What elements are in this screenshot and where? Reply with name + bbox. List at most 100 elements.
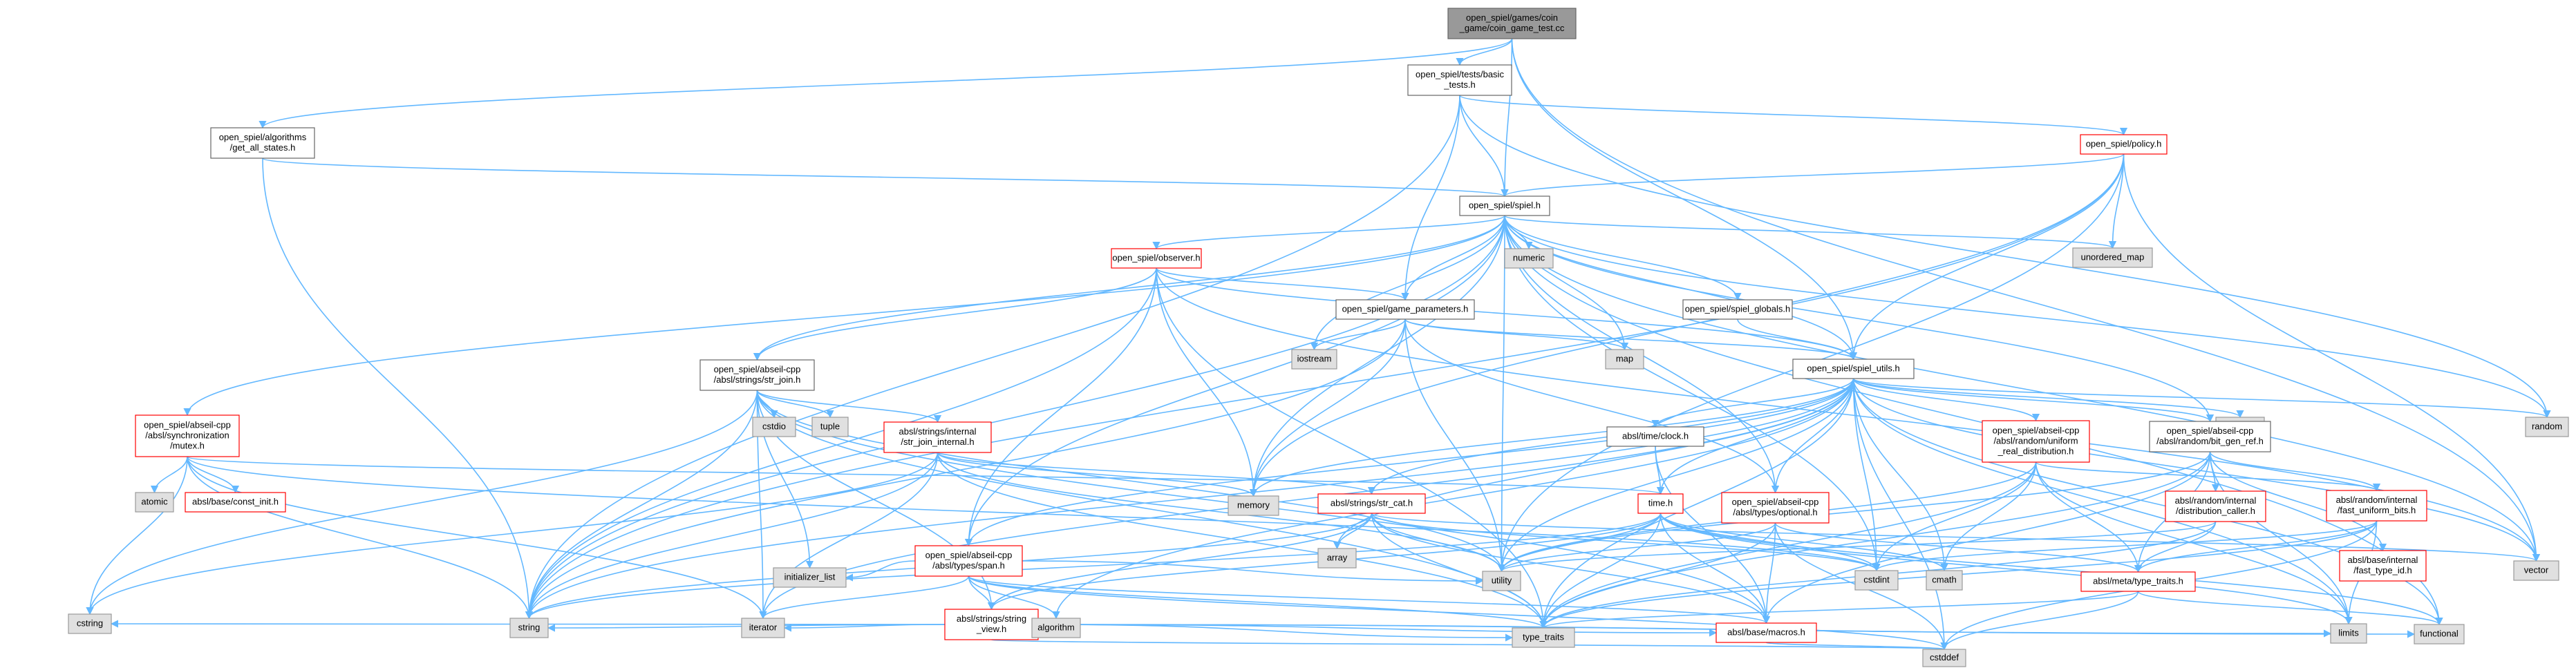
- edge-basic_tests-to-string: [525, 95, 1460, 620]
- edge-spiel-to-spiel_globals: [1504, 215, 1742, 301]
- node-get_all_states[interactable]: open_spiel/algorithms/get_all_states.h: [210, 127, 315, 159]
- node-box: [1512, 627, 1575, 648]
- node-box: [1291, 349, 1337, 370]
- edge-spiel_utils-to-time: [1656, 378, 1854, 495]
- edge-str_join-to-string: [525, 390, 758, 620]
- edge-mutex-to-string: [187, 456, 534, 620]
- edge-spiel-to-cstdint: [1504, 215, 1881, 572]
- edge-time-to-string: [525, 513, 1662, 620]
- node-label: algorithm: [1037, 622, 1074, 633]
- node-unordered_map: unordered_map: [2072, 247, 2153, 268]
- node-label: /absl/random/uniform: [1993, 436, 2078, 446]
- node-vector: vector: [2513, 560, 2559, 581]
- edge-span-to-utility: [1022, 560, 1484, 585]
- edge-distribution_caller-to-utility: [1498, 521, 2217, 573]
- node-memory: memory: [1228, 495, 1279, 516]
- edge-optional-to-utility: [1498, 522, 1776, 573]
- node-root[interactable]: open_spiel/games/coin_game/coin_game_tes…: [1447, 8, 1577, 39]
- node-box: [811, 417, 849, 437]
- node-policy[interactable]: open_spiel/policy.h: [2080, 134, 2168, 155]
- node-macros[interactable]: absl/base/macros.h: [1715, 622, 1817, 643]
- edge-spiel_utils-to-clock: [1651, 378, 1854, 428]
- edge-mutex-to-cstring: [86, 456, 188, 615]
- node-box: [1407, 64, 1512, 96]
- node-str_join_internal[interactable]: absl/strings/internal/str_join_internal.…: [883, 421, 992, 453]
- node-spiel[interactable]: open_spiel/spiel.h: [1459, 195, 1550, 216]
- node-box: [752, 417, 796, 437]
- node-box: [1637, 493, 1684, 514]
- node-box: [1447, 8, 1577, 39]
- node-box: [1854, 570, 1899, 591]
- node-cstdint: cstdint: [1854, 570, 1899, 591]
- edge-spiel-to-map: [1504, 215, 1629, 351]
- edge-macros-to-cstddef: [1765, 642, 1948, 651]
- node-label: limits: [2338, 628, 2359, 638]
- edge-game_parameters-to-iostream: [1310, 318, 1406, 351]
- edge-bit_gen_ref-to-fast_type_id: [2209, 451, 2387, 552]
- edge-str_join-to-tuple: [756, 390, 834, 419]
- node-fast_type_id[interactable]: absl/base/internal/fast_type_id.h: [2339, 550, 2427, 582]
- node-box: [2414, 624, 2465, 645]
- edge-uniform_real-to-type_traits_h: [2035, 461, 2143, 573]
- node-label: open_spiel/tests/basic: [1416, 69, 1504, 79]
- edge-get_all_states-to-string: [262, 158, 534, 620]
- edge-str_cat-to-cstdint: [1371, 513, 1881, 572]
- node-label: absl/strings/str_cat.h: [1331, 498, 1413, 508]
- node-spiel_utils[interactable]: open_spiel/spiel_utils.h: [1792, 359, 1915, 379]
- edge-spiel_globals-to-spiel_utils: [1737, 318, 1858, 361]
- node-box: [2080, 571, 2196, 592]
- edge-span-to-initializer_list: [845, 560, 916, 582]
- edge-root-to-spiel: [1501, 38, 1513, 198]
- node-box: [773, 567, 847, 588]
- edge-type_traits_h-to-cstddef: [1940, 591, 2139, 651]
- node-clock[interactable]: absl/time/clock.h: [1606, 426, 1704, 447]
- node-optional[interactable]: open_spiel/abseil-cpp/absl/types/optiona…: [1721, 492, 1830, 524]
- node-label: open_spiel/spiel_utils.h: [1807, 363, 1899, 374]
- edge-policy-to-spiel: [1501, 153, 2125, 198]
- node-label: unordered_map: [2081, 252, 2145, 263]
- node-initializer_list: initializer_list: [773, 567, 847, 588]
- node-label: cmath: [1932, 575, 1956, 585]
- edge-get_all_states-to-spiel: [262, 158, 1508, 198]
- node-label: _real_distribution.h: [1997, 446, 2074, 457]
- node-bit_gen_ref[interactable]: open_spiel/abseil-cpp/absl/random/bit_ge…: [2149, 421, 2271, 452]
- edge-spiel_utils-to-memory: [1250, 378, 1854, 497]
- node-box: [1606, 426, 1704, 447]
- node-box: [1228, 495, 1279, 516]
- node-uniform_real[interactable]: open_spiel/abseil-cpp/absl/random/unifor…: [1982, 420, 2090, 463]
- edge-spiel_utils-to-optional: [1771, 378, 1854, 494]
- node-spiel_globals[interactable]: open_spiel/spiel_globals.h: [1682, 299, 1793, 320]
- node-string_view[interactable]: absl/strings/string_view.h: [944, 609, 1039, 640]
- edge-str_join-to-utility: [756, 390, 1506, 573]
- node-fast_uniform_bits[interactable]: absl/random/internal/fast_uniform_bits.h: [2326, 490, 2427, 522]
- node-basic_tests[interactable]: open_spiel/tests/basic_tests.h: [1407, 64, 1512, 96]
- node-box: [1031, 618, 1081, 638]
- node-box: [1792, 359, 1915, 379]
- node-type_traits_h[interactable]: absl/meta/type_traits.h: [2080, 571, 2196, 592]
- node-str_join[interactable]: open_spiel/abseil-cpp/absl/strings/str_j…: [699, 359, 815, 391]
- node-numeric: numeric: [1504, 248, 1554, 269]
- node-game_parameters[interactable]: open_spiel/game_parameters.h: [1335, 299, 1475, 320]
- node-observer[interactable]: open_spiel/observer.h: [1111, 248, 1202, 269]
- node-span[interactable]: open_spiel/abseil-cpp/absl/types/span.h: [914, 545, 1023, 577]
- node-distribution_caller[interactable]: absl/random/internal/distribution_caller…: [2165, 490, 2266, 522]
- node-label: open_spiel/observer.h: [1112, 253, 1200, 263]
- node-const_init[interactable]: absl/base/const_init.h: [185, 492, 286, 513]
- edge-span-to-iterator: [759, 575, 970, 620]
- edge-str_cat-to-macros: [1371, 513, 1771, 624]
- edge-bit_gen_ref-to-limits: [2209, 451, 2353, 625]
- node-time[interactable]: time.h: [1637, 493, 1684, 514]
- edge-spiel-to-memory: [1249, 215, 1505, 497]
- edge-spiel_utils-to-limits: [1852, 378, 2353, 625]
- node-str_cat[interactable]: absl/strings/str_cat.h: [1317, 493, 1426, 514]
- edge-str_join_internal-to-str_cat: [937, 452, 1375, 495]
- edge-policy-to-spiel_utils: [1849, 153, 2125, 361]
- node-box: [1982, 420, 2090, 463]
- node-mutex[interactable]: open_spiel/abseil-cpp/absl/synchronizati…: [135, 414, 240, 457]
- edge-mutex-to-const_init: [187, 456, 240, 494]
- edge-fast_uniform_bits-to-type_traits_h: [2134, 520, 2378, 573]
- edge-spiel_utils-to-type_traits: [1539, 378, 1854, 629]
- node-box: [2080, 134, 2168, 155]
- edge-root-to-basic_tests: [1456, 38, 1513, 66]
- edge-mutex-to-atomic: [150, 456, 188, 494]
